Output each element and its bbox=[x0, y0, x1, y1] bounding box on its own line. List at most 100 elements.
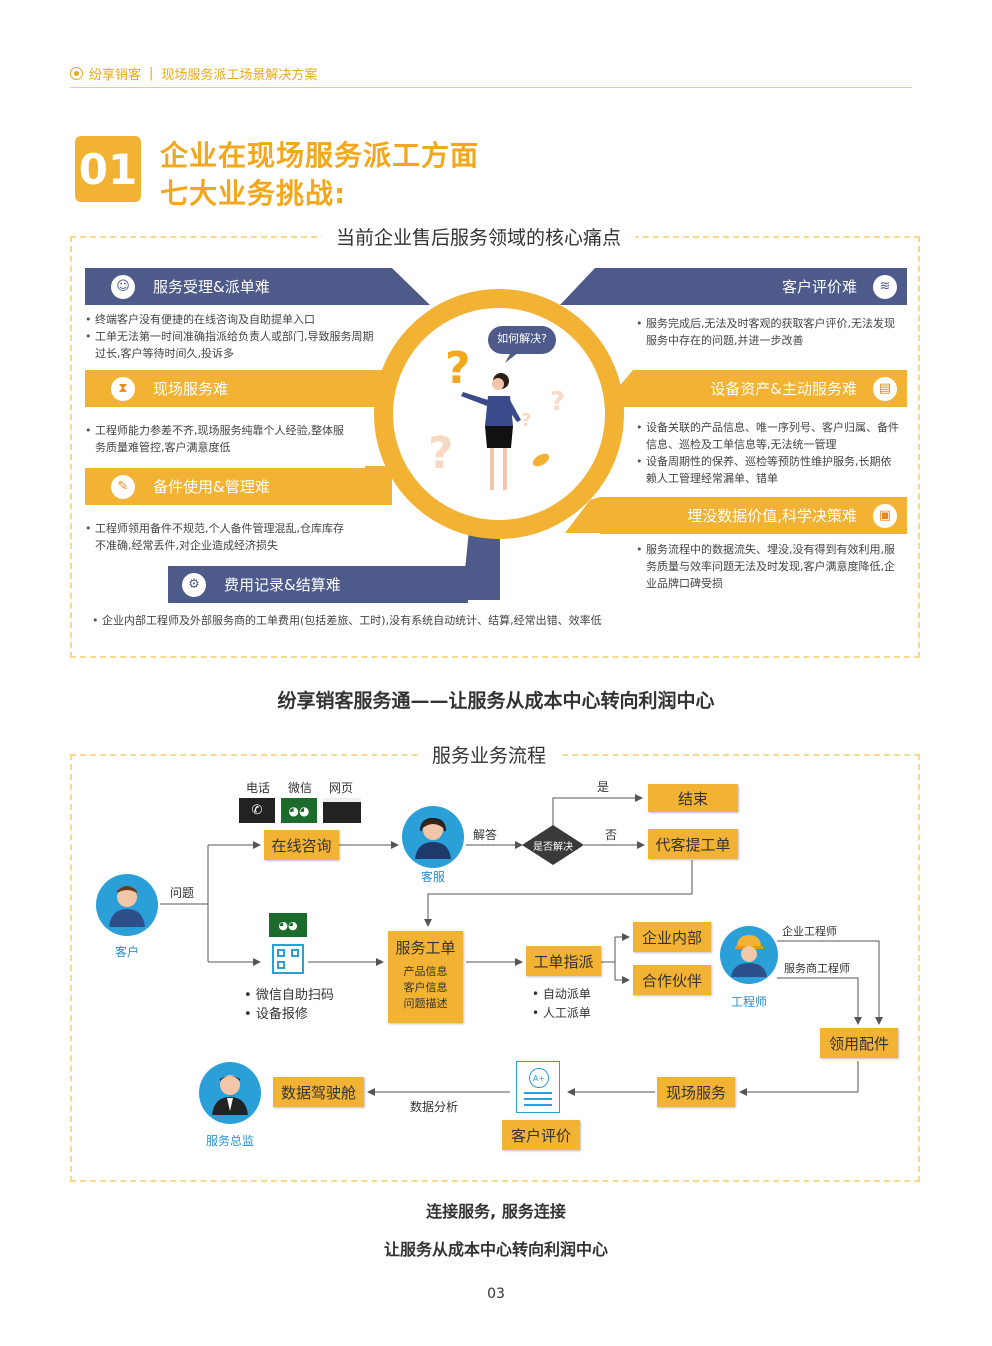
engineer-label: 工程师 bbox=[730, 995, 767, 1009]
internal-node: 企业内部 bbox=[633, 922, 711, 952]
work-order-detail: 客户信息 bbox=[403, 981, 448, 994]
brand-name: 纷享销客 bbox=[89, 68, 142, 83]
section-title-line2: 七大业务挑战: bbox=[160, 177, 347, 210]
decision-diamond bbox=[522, 825, 584, 865]
customer-avatar bbox=[96, 874, 158, 936]
desc-item: 服务完成后,无法及时客观的获取客户评价,无法发现服务中存在的问题,并进一步改善 bbox=[636, 315, 898, 349]
dispatch-node: 工单指派 bbox=[526, 946, 601, 976]
agent-avatar bbox=[402, 806, 464, 868]
desc-parts: 工程师领用备件不规范,个人备件管理混乱,仓库库存不准确,经常丢件,对企业造成经济… bbox=[85, 520, 350, 554]
wrench-icon: ✎ bbox=[111, 474, 135, 499]
manual-dispatch-text: 人工派单 bbox=[542, 1006, 591, 1020]
svg-text:?: ? bbox=[521, 410, 531, 431]
desc-item: 设备关联的产品信息、唯一序列号、客户归属、备件信息、巡检及工单信息等,无法统一管… bbox=[636, 419, 901, 453]
work-order-detail: 产品信息 bbox=[403, 965, 448, 978]
hourglass-icon: ⧗ bbox=[111, 376, 135, 401]
page-header: 纷享销客 | 现场服务派工场景解决方案 bbox=[70, 64, 317, 83]
wechat-scan-icon: ◕◕ bbox=[269, 913, 307, 937]
desc-asset: 设备关联的产品信息、唯一序列号、客户归属、备件信息、巡检及工单信息等,无法统一管… bbox=[636, 419, 901, 487]
onsite-node: 现场服务 bbox=[657, 1077, 735, 1107]
section-title-line1: 企业在现场服务派工方面 bbox=[160, 139, 480, 172]
band-service-accept: ☺ 服务受理&派单难 bbox=[85, 268, 392, 305]
band-label: 备件使用&管理难 bbox=[153, 478, 270, 496]
section-number: 01 bbox=[75, 136, 141, 202]
desc-item: 工单无法第一时间准确指派给负责人或部门,导致服务周期过长,客户等待时间久,投诉多 bbox=[85, 328, 375, 362]
flow-title: 服务业务流程 bbox=[418, 741, 561, 768]
auto-dispatch-text: 自动派单 bbox=[542, 987, 591, 1001]
target-icon bbox=[70, 67, 83, 80]
footer-line1: 连接服务, 服务连接 bbox=[426, 1202, 566, 1221]
band-label: 现场服务难 bbox=[153, 380, 229, 398]
cockpit-node: 数据驾驶舱 bbox=[273, 1077, 364, 1107]
online-consult-node: 在线咨询 bbox=[264, 830, 339, 860]
desc-item: 终端客户没有便捷的在线咨询及自助提单入口 bbox=[85, 311, 375, 328]
decision-label: 是否解决 bbox=[533, 842, 573, 853]
webpage-icon bbox=[323, 798, 361, 823]
no-label: 否 bbox=[605, 828, 618, 842]
band-label: 设备资产&主动服务难 bbox=[710, 380, 857, 398]
band-label: 服务受理&派单难 bbox=[153, 278, 270, 296]
auto-dispatch-item: • 自动派单 bbox=[532, 987, 591, 1001]
rating-node: 客户评价 bbox=[502, 1120, 580, 1150]
desc-item: 服务流程中的数据流失、埋没,没有得到有效利用,服务质量与效率问题无法及时发现,客… bbox=[636, 541, 901, 592]
band-label: 费用记录&结算难 bbox=[224, 576, 341, 594]
question-label: 问题 bbox=[170, 886, 195, 900]
band-label: 客户评价难 bbox=[781, 278, 857, 296]
desc-item: 设备周期性的保养、巡检等预防性维护服务,长期依赖人工管理经常漏单、错单 bbox=[636, 453, 901, 487]
svg-text:?: ? bbox=[428, 428, 454, 479]
director-label: 服务总监 bbox=[205, 1134, 254, 1148]
desc-service-accept: 终端客户没有便捷的在线咨询及自助提单入口 工单无法第一时间准确指派给负责人或部门… bbox=[85, 311, 375, 362]
speech-bubble: 如何解决? bbox=[497, 332, 547, 345]
desc-item: 工程师能力参差不齐,现场服务纯靠个人经验,整体服务质量难管控,客户满意度低 bbox=[85, 422, 350, 456]
band-fees: ⚙ 费用记录&结算难 bbox=[168, 566, 468, 603]
self-repair-item: • 设备报修 bbox=[244, 1007, 308, 1022]
rating-document-icon: A+ bbox=[516, 1061, 560, 1113]
parts-node: 领用配件 bbox=[820, 1028, 898, 1058]
gear-icon: ⚙ bbox=[182, 572, 206, 597]
slogan: 纷享销客服务通——让服务从成本中心转向利润中心 bbox=[277, 690, 715, 712]
work-order-title: 服务工单 bbox=[395, 939, 456, 957]
desc-fees: 企业内部工程师及外部服务商的工单费用(包括差旅、工时),没有系统自动统计、结算,… bbox=[92, 612, 652, 629]
work-order-detail: 问题描述 bbox=[403, 997, 448, 1010]
desc-data: 服务流程中的数据流失、埋没,没有得到有效利用,服务质量与效率问题无法及时发现,客… bbox=[636, 541, 901, 592]
page-number: 03 bbox=[487, 1286, 505, 1302]
band-data: 埋没数据价值,科学决策难 ▣ bbox=[600, 497, 907, 534]
internal-engineer-label: 企业工程师 bbox=[782, 925, 837, 938]
desc-item: 工程师领用备件不规范,个人备件管理混乱,仓库库存不准确,经常丢件,对企业造成经济… bbox=[85, 520, 350, 554]
work-order-node: 服务工单 产品信息 客户信息 问题描述 bbox=[388, 931, 463, 1023]
self-scan-item: • 微信自助扫码 bbox=[244, 988, 334, 1003]
partner-node: 合作伙伴 bbox=[633, 965, 711, 995]
agent-icon: ☺ bbox=[111, 274, 135, 299]
header-subtitle: 现场服务派工场景解决方案 bbox=[161, 68, 318, 83]
band-rating: 客户评价难 ≋ bbox=[595, 268, 907, 305]
partner-engineer-label: 服务商工程师 bbox=[784, 962, 850, 975]
svg-text:?: ? bbox=[550, 387, 565, 417]
self-repair-text: 设备报修 bbox=[255, 1007, 308, 1022]
rating-badge: A+ bbox=[529, 1068, 549, 1088]
header-divider bbox=[70, 87, 912, 88]
desc-onsite: 工程师能力参差不齐,现场服务纯靠个人经验,整体服务质量难管控,客户满意度低 bbox=[85, 422, 350, 456]
thinking-woman-illustration: ? ? ? ? bbox=[428, 326, 565, 490]
footer-line2: 让服务从成本中心转向利润中心 bbox=[383, 1240, 608, 1259]
band-parts: ✎ 备件使用&管理难 bbox=[85, 468, 375, 505]
desc-item: 企业内部工程师及外部服务商的工单费用(包括差旅、工时),没有系统自动统计、结算,… bbox=[92, 612, 652, 629]
band-asset: 设备资产&主动服务难 ▤ bbox=[633, 370, 907, 407]
answer-label: 解答 bbox=[473, 828, 498, 842]
phone-icon: ✆ bbox=[239, 798, 275, 823]
analysis-label: 数据分析 bbox=[410, 1100, 459, 1114]
channel-phone-label: 电话 bbox=[246, 781, 271, 795]
channel-wechat-label: 微信 bbox=[288, 781, 313, 795]
chart-icon: ≋ bbox=[873, 274, 897, 299]
pain-points-title: 当前企业售后服务领域的核心痛点 bbox=[322, 223, 636, 250]
yes-label: 是 bbox=[597, 780, 610, 794]
self-scan-text: 微信自助扫码 bbox=[255, 988, 334, 1003]
document-icon: ▤ bbox=[873, 376, 897, 401]
svg-text:?: ? bbox=[445, 343, 471, 394]
band-onsite: ⧗ 现场服务难 bbox=[85, 370, 370, 407]
qrcode-icon bbox=[272, 944, 304, 974]
band-label: 埋没数据价值,科学决策难 bbox=[687, 507, 857, 525]
manual-dispatch-item: • 人工派单 bbox=[532, 1006, 591, 1020]
header-separator: | bbox=[149, 66, 154, 81]
desc-rating: 服务完成后,无法及时客观的获取客户评价,无法发现服务中存在的问题,并进一步改善 bbox=[636, 315, 898, 349]
